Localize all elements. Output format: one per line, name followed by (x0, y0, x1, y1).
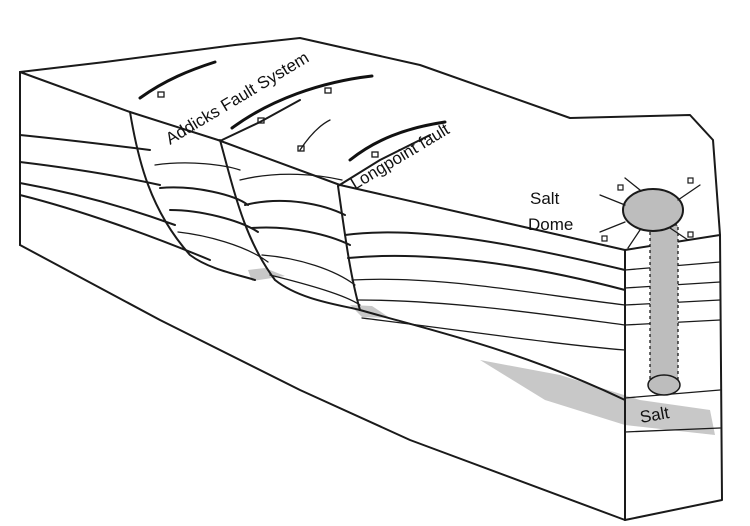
addicks-fault-trace-2 (230, 74, 374, 130)
longpoint-fault-trace (348, 120, 447, 162)
fault-hachure-4 (297, 145, 305, 152)
block-right-bottom-edge (624, 234, 723, 521)
fault-hachure-1 (157, 91, 165, 98)
block-front-face (19, 244, 626, 521)
block-top-edge (19, 37, 721, 251)
right-stratum-6 (624, 427, 721, 433)
dome-hachure-4 (687, 231, 694, 238)
salt-dome-cap (622, 188, 684, 232)
stratum-3e (269, 274, 361, 306)
block-2-top (221, 99, 301, 141)
stratum-1c (19, 182, 176, 226)
stratum-3b (244, 199, 346, 216)
stratum-4c (351, 278, 626, 306)
salt-layer (248, 268, 285, 281)
stratum-4b (347, 254, 626, 291)
dome-fault-6 (624, 177, 641, 191)
salt-stock-base (647, 374, 681, 396)
stratum-4e (361, 317, 626, 351)
dome-fault-3 (627, 229, 641, 249)
fault-scarp-3 (337, 185, 361, 311)
stratum-2a (154, 162, 241, 171)
fault-hachure-3 (324, 87, 332, 94)
salt-label: Salt (638, 403, 670, 427)
dome-hachure-3 (601, 235, 608, 242)
dome-fault-5 (677, 184, 701, 201)
fault-hachure-5 (371, 151, 379, 158)
longpoint-fault-label: Longpoint fault (347, 120, 453, 194)
stratum-2d (177, 231, 269, 263)
dome-fault-1 (599, 194, 626, 206)
stratum-2b (159, 186, 249, 206)
salt-dome-label-line2: Dome (528, 215, 573, 234)
block-1-top (129, 111, 626, 251)
stratum-3d (261, 254, 356, 286)
salt-layer-main (480, 360, 715, 435)
dome-hachure-1 (617, 184, 624, 191)
dome-fault-4 (669, 227, 689, 241)
addicks-fault-trace-1 (138, 60, 217, 100)
dome-fault-2 (599, 221, 626, 233)
stratum-3a (239, 173, 343, 181)
dome-hachure-2 (687, 177, 694, 184)
detachment-surface (359, 309, 626, 401)
stratum-4a (344, 231, 626, 271)
salt-dome-label-line1: Salt (530, 189, 560, 208)
stratum-1a (19, 134, 151, 151)
salt-stock-column (649, 224, 679, 386)
block-3-top (337, 134, 431, 187)
block-upper-front-edge (19, 71, 131, 113)
stratum-3c (251, 226, 351, 246)
stratum-1b (19, 161, 161, 186)
fault-hachure-2 (257, 117, 265, 124)
stratum-4d (357, 299, 626, 326)
stratum-1d (19, 194, 211, 261)
